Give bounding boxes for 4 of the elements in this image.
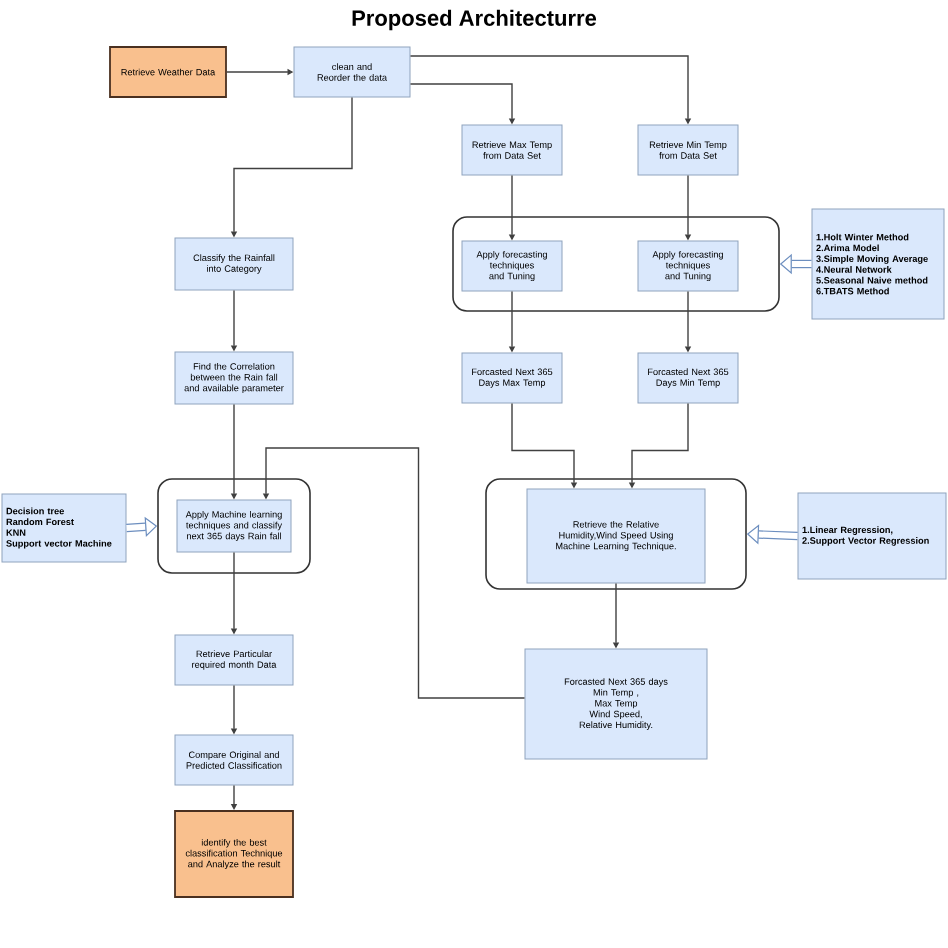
title: Proposed Architecturre: [352, 9, 597, 31]
group-frame: [452, 216, 780, 312]
group-frame: [157, 478, 311, 574]
group-frame: [485, 478, 747, 590]
